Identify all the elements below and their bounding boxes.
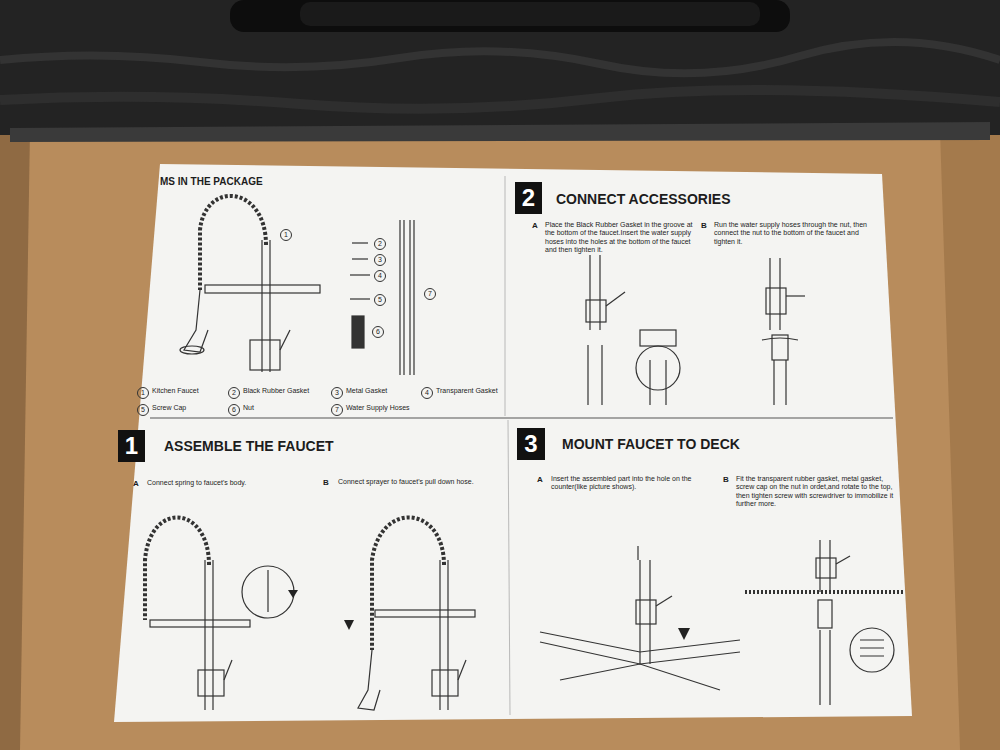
step-letter: A (537, 475, 543, 485)
instruction-text: Transparent Gasket (436, 387, 498, 395)
callout-number: 7 (331, 404, 343, 416)
callout-number: 5 (374, 294, 386, 306)
instruction-text: Place the Black Rubber Gasket in the gro… (545, 221, 695, 255)
step-number: 3 (524, 430, 537, 458)
step-badge: 3 (517, 428, 545, 460)
callout-number: 6 (372, 326, 384, 338)
instruction-text: Insert the assembled part into the hole … (551, 475, 711, 492)
instruction-text: Water Supply Hoses (346, 404, 410, 412)
callout-number: 3 (374, 254, 386, 266)
instruction-text: Screw Cap (152, 404, 186, 412)
step-badge: 1 (118, 430, 145, 462)
section-heading: ASSEMBLE THE FAUCET (164, 438, 334, 455)
callout-number: 5 (137, 404, 149, 416)
instruction-text: Black Rubber Gasket (243, 387, 309, 395)
instruction-text: Connect spring to faucet's body. (147, 479, 246, 487)
step-letter: B (701, 221, 707, 231)
callout-number: 6 (228, 404, 240, 416)
section-heading: MOUNT FAUCET TO DECK (562, 436, 740, 453)
callout-number: 2 (374, 238, 386, 250)
callout-number: 4 (374, 270, 386, 282)
step-letter: B (723, 475, 729, 485)
callout-number: 2 (228, 387, 240, 399)
instruction-text: Nut (243, 404, 254, 412)
callout-number: 3 (331, 387, 343, 399)
section-heading: CONNECT ACCESSORIES (556, 191, 731, 208)
instruction-text: Run the water supply hoses through the n… (714, 221, 874, 246)
step-number: 1 (125, 432, 138, 460)
instruction-text: Connect sprayer to faucet's pull down ho… (338, 478, 474, 486)
instruction-text: Metal Gasket (346, 387, 387, 395)
step-letter: A (532, 221, 538, 231)
instruction-text: Fit the transparent rubber gasket, metal… (736, 475, 901, 509)
callout-number: 1 (137, 387, 149, 399)
step-letter: B (323, 478, 329, 488)
callout-number: 7 (424, 288, 436, 300)
step-badge: 2 (515, 182, 542, 214)
instruction-text: Kitchen Faucet (152, 387, 199, 395)
step-letter: A (133, 479, 139, 489)
section-heading: MS IN THE PACKAGE (160, 176, 263, 188)
step-number: 2 (522, 184, 535, 212)
callout-number: 4 (421, 387, 433, 399)
callout-number: 1 (280, 229, 292, 241)
